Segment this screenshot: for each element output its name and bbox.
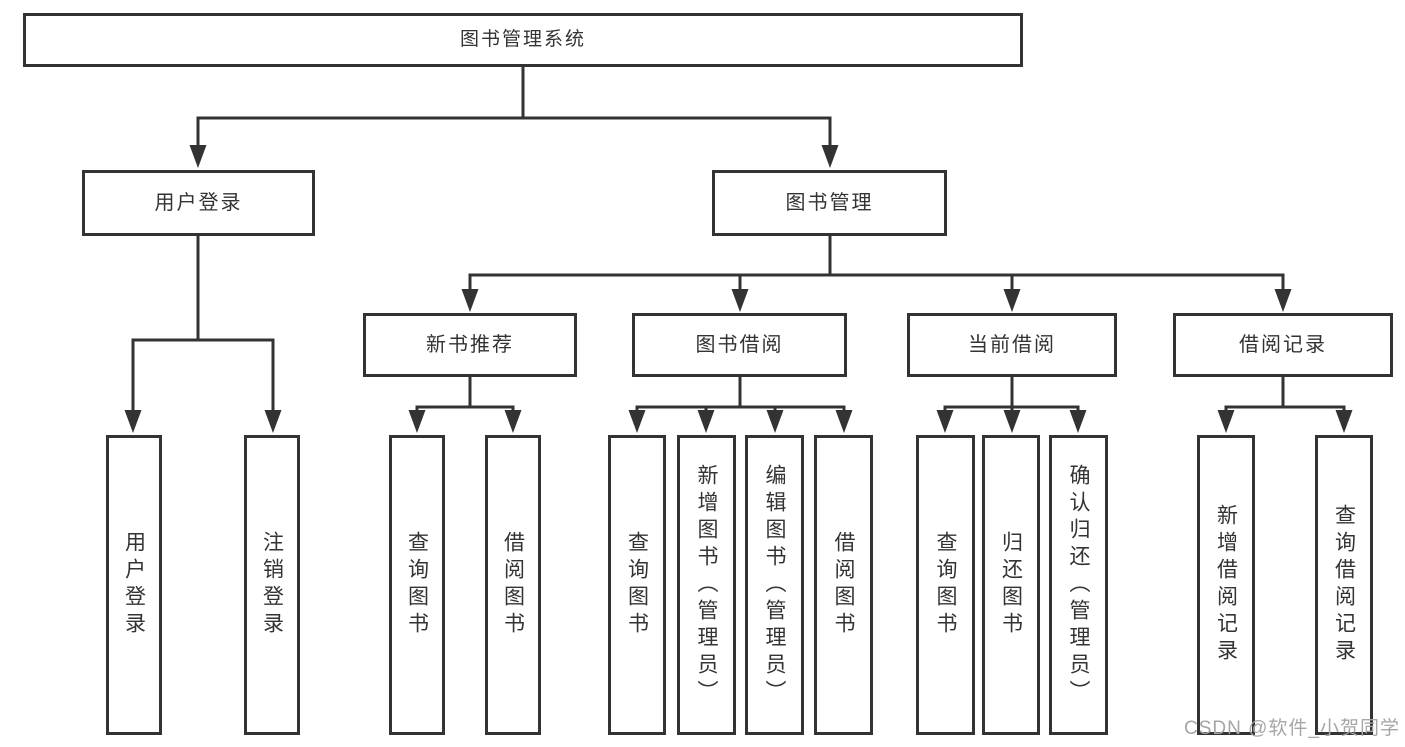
node-leaf-query-books-borrow: 查询图书 — [608, 435, 666, 735]
node-label: 当前借阅 — [968, 334, 1056, 356]
node-label: 图书管理系统 — [459, 28, 586, 50]
node-label: 图书借阅 — [695, 334, 784, 356]
node-label: 新增图书（管理员） — [695, 463, 718, 707]
node-label: 查询图书 — [934, 531, 957, 639]
node-label: 查询图书 — [625, 531, 649, 639]
node-leaf-query-borrow-record: 查询借阅记录 — [1315, 435, 1373, 735]
connector-current-borrow — [936, 376, 1087, 433]
node-label: 新增借阅记录 — [1214, 504, 1238, 666]
node-leaf-query-books-current: 查询图书 — [916, 435, 975, 735]
node-leaf-borrow-books: 借阅图书 — [814, 435, 873, 735]
node-leaf-add-borrow-record: 新增借阅记录 — [1197, 435, 1255, 735]
node-label: 新书推荐 — [426, 334, 514, 356]
node-label: 图书管理 — [785, 192, 874, 214]
connector-new-book-recommend — [408, 376, 522, 433]
csdn-watermark: CSDN @软件_小贺同学 — [1184, 718, 1400, 739]
node-label: 注销登录 — [260, 531, 284, 639]
node-label: 用户登录 — [154, 192, 243, 214]
connector-book-borrow — [628, 376, 853, 433]
node-label: 借阅图书 — [501, 531, 525, 639]
node-library-management-system: 图书管理系统 — [23, 13, 1023, 67]
node-label: 查询借阅记录 — [1332, 504, 1356, 666]
node-leaf-add-books-admin: 新增图书（管理员） — [677, 435, 736, 735]
node-new-book-recommend: 新书推荐 — [363, 313, 577, 377]
node-leaf-return-books: 归还图书 — [982, 435, 1040, 735]
connector-root — [189, 66, 839, 168]
node-label: 查询图书 — [405, 531, 429, 639]
node-leaf-user-login: 用户登录 — [106, 435, 162, 735]
node-label: 编辑图书（管理员） — [763, 463, 786, 707]
node-label: 借阅图书 — [832, 531, 855, 639]
node-book-management-module: 图书管理 — [712, 170, 947, 236]
node-label: 借阅记录 — [1239, 334, 1327, 356]
node-current-borrow: 当前借阅 — [907, 313, 1117, 377]
connector-borrow-records — [1217, 376, 1353, 433]
node-label: 确认归还（管理员） — [1067, 463, 1090, 707]
node-leaf-confirm-return-admin: 确认归还（管理员） — [1049, 435, 1108, 735]
node-leaf-borrow-books-recommend: 借阅图书 — [485, 435, 541, 735]
connector-book-management — [461, 235, 1292, 312]
node-label: 归还图书 — [999, 531, 1023, 639]
node-borrow-records: 借阅记录 — [1173, 313, 1393, 377]
node-book-borrow: 图书借阅 — [632, 313, 847, 377]
node-label: 用户登录 — [122, 531, 146, 639]
node-leaf-query-books-recommend: 查询图书 — [389, 435, 445, 735]
connector-user-login — [124, 235, 282, 433]
node-leaf-logout: 注销登录 — [244, 435, 300, 735]
node-user-login-module: 用户登录 — [82, 170, 315, 236]
node-leaf-edit-books-admin: 编辑图书（管理员） — [745, 435, 804, 735]
